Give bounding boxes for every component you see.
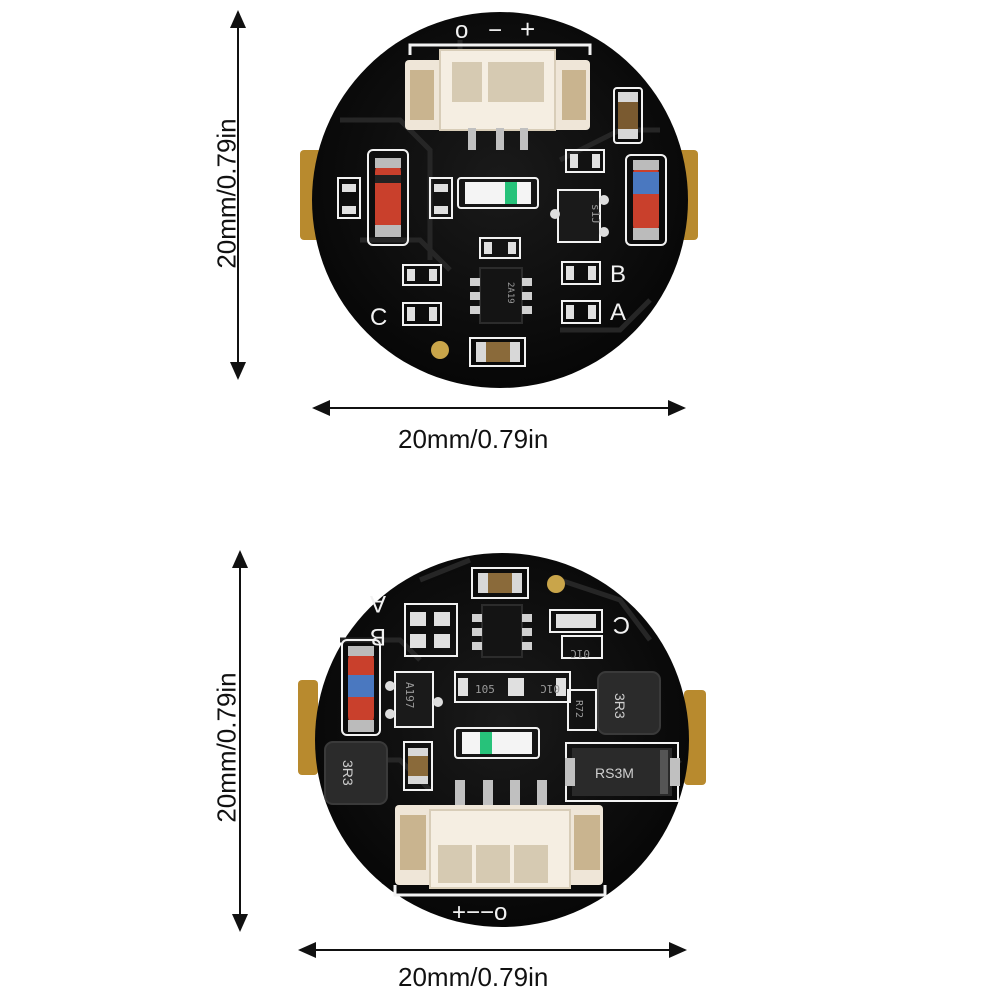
pad-label-a-top: A bbox=[610, 299, 626, 326]
pad-label-a-bottom: A bbox=[370, 590, 386, 617]
power-diode-rs3m: RS3M bbox=[565, 748, 680, 796]
connector-bottom-silkscreen bbox=[393, 885, 607, 897]
power-diode-marking: RS3M bbox=[595, 765, 634, 781]
inductor-right-marking: 3R3 bbox=[612, 693, 628, 719]
resistor-top-right bbox=[613, 87, 643, 144]
resistor-d-marking: R72 bbox=[573, 700, 584, 718]
transistor-marking: s1J bbox=[589, 204, 602, 224]
pad-label-b-bottom: B bbox=[370, 623, 386, 650]
ic-chip-bottom bbox=[472, 604, 532, 658]
top-width-label: 20mm/0.79in bbox=[398, 424, 549, 454]
connector-plus-label: + bbox=[520, 14, 535, 44]
connector-silkscreen bbox=[408, 43, 592, 55]
capacitor-bottom-top bbox=[476, 342, 520, 362]
top-board: o − + bbox=[300, 12, 698, 388]
ic-marking: 2A19 bbox=[505, 282, 515, 304]
bottom-board: 01C 105 01C R72 A197 3R3 3R3 bbox=[298, 553, 706, 927]
resistor-b-marking: 01C bbox=[540, 682, 560, 695]
pads-top bbox=[342, 154, 600, 321]
side-tab-right-bottom bbox=[684, 690, 706, 785]
connector-ground-label: o bbox=[455, 17, 468, 44]
resistor-left-bottom bbox=[408, 748, 428, 784]
bottom-height-label: 20mm/0.79in bbox=[211, 672, 242, 823]
inductor-right: 3R3 bbox=[597, 671, 661, 735]
diode-right bbox=[625, 154, 667, 246]
capacitor-top-bottom-board bbox=[471, 567, 529, 599]
jst-connector-bottom bbox=[395, 780, 603, 889]
pad-label-c-top: C bbox=[370, 304, 387, 331]
led-bottom bbox=[454, 727, 540, 759]
pad-label-b-top: B bbox=[610, 261, 626, 288]
gold-pad-top bbox=[431, 341, 449, 359]
connector-bottom-polarity: +−−o bbox=[452, 899, 507, 926]
diode-bottom bbox=[341, 639, 381, 736]
pad-label-c-bottom: C bbox=[613, 611, 630, 638]
inductor-left-marking: 3R3 bbox=[340, 760, 356, 786]
inductor-left: 3R3 bbox=[324, 741, 388, 805]
led-top bbox=[457, 177, 539, 209]
bottom-width-label: 20mm/0.79in bbox=[398, 962, 549, 992]
gold-pad-bottom bbox=[547, 575, 565, 593]
footprints-bottom bbox=[403, 603, 679, 802]
resistor-c-marking: 01C bbox=[570, 647, 590, 660]
connector-minus-label: − bbox=[488, 17, 502, 44]
ic-chip-top: 2A19 bbox=[470, 267, 532, 324]
jst-connector-top bbox=[405, 49, 590, 150]
transistor-top: s1J bbox=[550, 189, 609, 243]
diode-left bbox=[367, 149, 409, 246]
component-footprints-top bbox=[337, 149, 605, 367]
transistor-bottom-marking: A197 bbox=[403, 682, 416, 709]
top-height-label: 20mm/0.79in bbox=[211, 118, 242, 269]
resistor-a-marking: 105 bbox=[475, 683, 495, 696]
transistor-bottom: A197 bbox=[385, 671, 443, 728]
side-tab-left-bottom bbox=[298, 680, 318, 775]
pads-bottom bbox=[410, 612, 596, 696]
